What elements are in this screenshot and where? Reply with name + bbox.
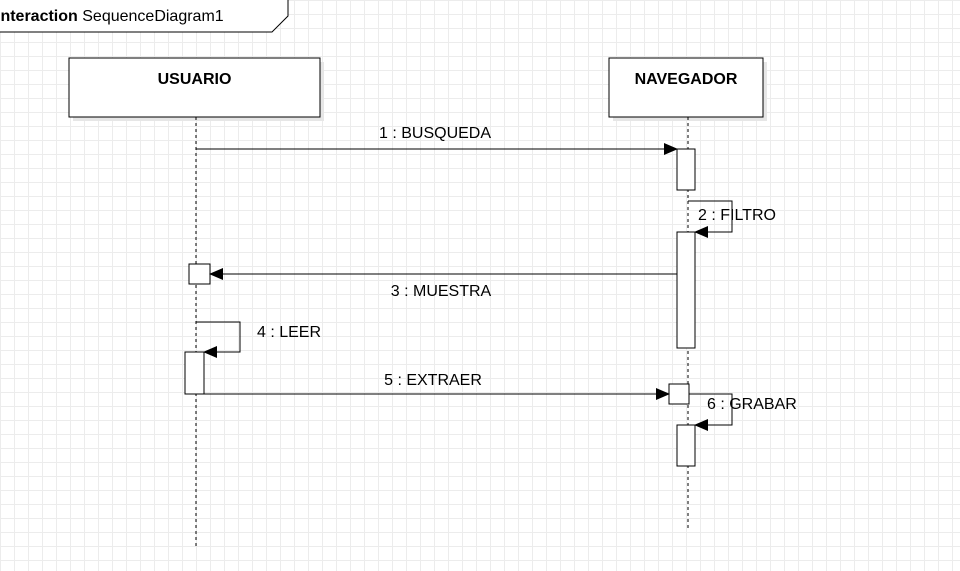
lifeline-usuario-head[interactable] <box>68 57 321 118</box>
lifeline-usuario-name: USUARIO <box>158 71 232 88</box>
interaction-frame-tab[interactable]: Interaction SequenceDiagram1 <box>0 0 289 33</box>
activation-usuario-1[interactable] <box>188 263 211 285</box>
message-6-arrow[interactable] <box>689 393 733 431</box>
lifeline-navegador[interactable]: NAVEGADOR <box>608 57 767 528</box>
message-1-label: 1 : BUSQUEDA <box>379 125 491 142</box>
message-5[interactable]: 5 : EXTRAER <box>204 372 670 400</box>
message-2-arrow[interactable] <box>688 200 733 238</box>
lifeline-navegador-name: NAVEGADOR <box>635 71 738 88</box>
message-4[interactable]: 4 : LEER <box>196 321 321 358</box>
lifeline-navegador-head[interactable] <box>608 57 764 118</box>
activation-navegador-4[interactable] <box>676 424 696 467</box>
activation-navegador-2[interactable] <box>676 231 696 349</box>
message-4-label: 4 : LEER <box>257 324 321 341</box>
lifeline-usuario[interactable]: USUARIO <box>68 57 324 548</box>
activation-usuario-2[interactable] <box>184 351 205 395</box>
message-2-label: 2 : FILTRO <box>698 207 776 224</box>
message-6[interactable]: 6 : GRABAR <box>689 393 797 431</box>
activation-navegador-1[interactable] <box>676 148 696 191</box>
message-3[interactable]: 3 : MUESTRA <box>209 268 677 300</box>
frame-title: Interaction SequenceDiagram1 <box>0 8 224 25</box>
message-1[interactable]: 1 : BUSQUEDA <box>196 125 678 155</box>
message-3-label: 3 : MUESTRA <box>391 283 492 300</box>
message-2[interactable]: 2 : FILTRO <box>688 200 776 238</box>
message-5-label: 5 : EXTRAER <box>384 372 482 389</box>
message-4-arrow[interactable] <box>196 321 241 358</box>
message-6-label: 6 : GRABAR <box>707 396 797 413</box>
activation-navegador-3[interactable] <box>668 383 690 405</box>
